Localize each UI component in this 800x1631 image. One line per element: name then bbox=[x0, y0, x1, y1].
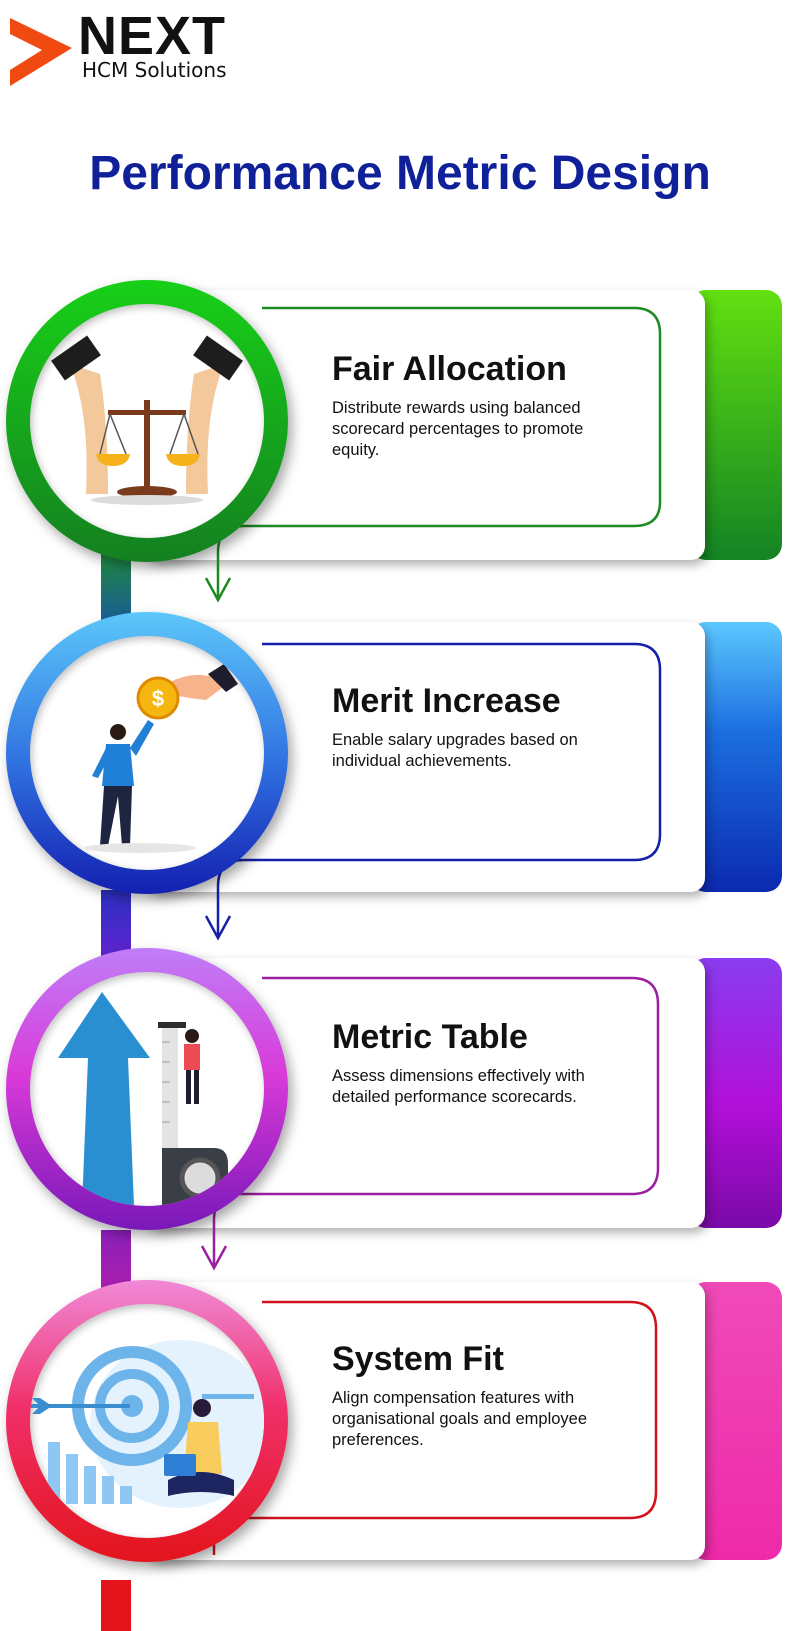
step-description: Enable salary upgrades based on individu… bbox=[332, 731, 578, 770]
step-title: Fair Allocation bbox=[332, 350, 567, 388]
connector-bar-4 bbox=[101, 1580, 131, 1631]
growth-arrow-icon bbox=[30, 972, 264, 1206]
brand-logo: NEXT HCM Solutions bbox=[8, 6, 248, 86]
page-title: Performance Metric Design bbox=[89, 147, 711, 200]
step-title: Merit Increase bbox=[332, 682, 561, 720]
step-description: Distribute rewards using balanced scorec… bbox=[332, 399, 584, 459]
logo-subtitle: HCM Solutions bbox=[82, 58, 227, 82]
svg-text:$: $ bbox=[152, 686, 164, 711]
logo-wordmark: NEXT bbox=[78, 6, 227, 66]
step-icon-ring bbox=[6, 280, 288, 562]
step-system-fit: System Fit Align compensation features w… bbox=[0, 1280, 800, 1580]
step-title: Metric Table bbox=[332, 1018, 528, 1056]
coin-reward-icon: $ bbox=[30, 636, 264, 870]
step-color-tab bbox=[690, 290, 782, 560]
step-color-tab bbox=[690, 1282, 782, 1560]
step-color-tab bbox=[690, 622, 782, 892]
step-fair-allocation: Fair Allocation Distribute rewards using… bbox=[0, 280, 800, 603]
step-icon-ring bbox=[6, 1280, 288, 1562]
step-icon-ring: $ bbox=[6, 612, 288, 894]
step-title: System Fit bbox=[332, 1340, 504, 1378]
step-metric-table: Metric Table Assess dimensions effective… bbox=[0, 948, 800, 1271]
step-description: Assess dimensions effectively with detai… bbox=[332, 1067, 585, 1106]
target-icon bbox=[30, 1304, 264, 1538]
step-icon-ring bbox=[6, 948, 288, 1230]
step-merit-increase: $ Merit Increase Enable salary upgrades … bbox=[0, 612, 800, 941]
logo-chevron-icon bbox=[10, 18, 72, 86]
step-description: Align compensation features with organis… bbox=[332, 1389, 588, 1449]
step-color-tab bbox=[690, 958, 782, 1228]
balance-scale-hands-icon bbox=[30, 304, 264, 538]
